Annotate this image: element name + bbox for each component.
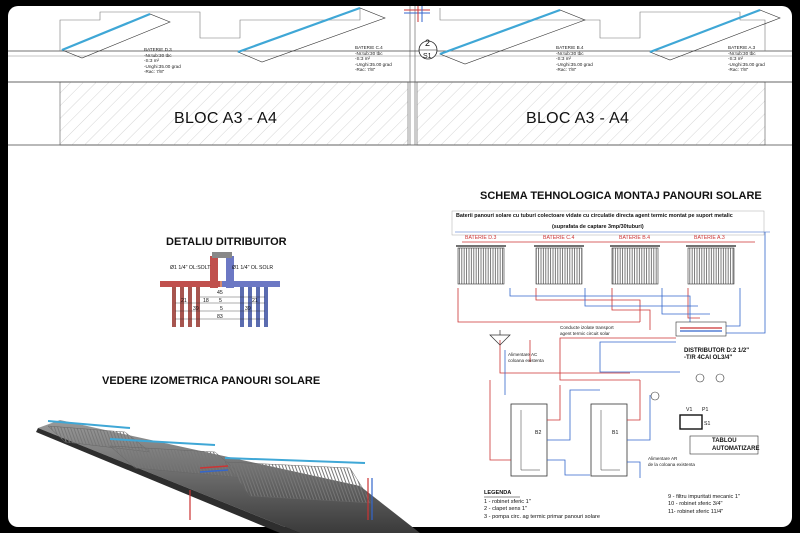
distributor-label-line: -T/R 4CAI OL3/4" xyxy=(684,355,733,361)
scheme-battery-label: BATERIE C.4 xyxy=(543,235,575,241)
scheme-panel-d3 xyxy=(457,247,505,285)
scheme-battery-label: BATERIE A.3 xyxy=(694,235,725,241)
dim-label: 21 xyxy=(252,298,258,304)
panel-plan-d3 xyxy=(61,12,171,59)
plan-battery-spec: -Unghi:35.00 grad xyxy=(728,61,765,67)
plan-battery-spec: -Unghi:35.00 grad xyxy=(355,61,392,67)
plan-battery-spec: -Nr.tub:30 tbc xyxy=(355,50,383,56)
control-code: V1 xyxy=(686,407,693,413)
plan-battery-spec: -Nr.tub:30 tbc xyxy=(556,50,584,56)
gauge-7 xyxy=(715,373,725,383)
ac-supply-line: Alimentare AC xyxy=(508,352,538,357)
iso-panel-2 xyxy=(109,438,246,479)
legend-item: 3 - pompa circ. ag termic primar panouri… xyxy=(484,513,600,520)
control-code: P1 xyxy=(702,407,709,413)
plan-battery-spec: -Rac: 7/8" xyxy=(144,69,165,75)
legend-item: 9 - filtru impuritati mecanic 1" xyxy=(668,494,740,500)
dim-label: 21 xyxy=(181,298,187,304)
plan-battery-spec: -Rac: 7/8" xyxy=(355,67,376,73)
plan-battery-name: BATERIE C.4 xyxy=(355,45,383,50)
distributor-title: DETALIU DITRIBUITOR xyxy=(166,236,287,248)
legend-item: 10 - robinet sferic 3/4" xyxy=(668,501,723,508)
roof-plan xyxy=(8,6,792,146)
plan-battery-name: BATERIE D.3 xyxy=(144,47,172,52)
plan-battery-spec: -Rac: 7/8" xyxy=(728,67,749,73)
control-code: S1 xyxy=(704,421,711,427)
plan-battery-spec: -Nr.tub:30 tbc xyxy=(144,52,172,58)
dim-label: 18 xyxy=(203,298,209,304)
ar-supply-note: Alimentare AR de la coloana existenta xyxy=(648,456,695,467)
panel-plan-b4 xyxy=(439,8,586,65)
plan-battery-spec: -S:3 m² xyxy=(728,56,744,62)
ar-supply-line: de la coloana existenta xyxy=(648,461,695,467)
legend-left: 1 - robinet sferic 1" 2 - clapet sens 1"… xyxy=(484,499,600,521)
ar-supply-line: Alimentare AR xyxy=(648,456,678,461)
conduct-note: Conducte izolate transport agent termic … xyxy=(560,325,614,336)
scheme-drawing xyxy=(451,210,770,498)
scheme-title: SCHEMA TEHNOLOGICA MONTAJ PANOURI SOLARE xyxy=(480,190,762,202)
bloc-label-left: BLOC A3 - A4 xyxy=(174,110,278,127)
legend-item: 2 - clapet sens 1" xyxy=(484,506,528,513)
plan-battery-d3: BATERIE D.3 -Nr.tub:30 tbc -S:3 m² -Ungh… xyxy=(144,47,181,75)
plan-battery-spec: -S:3 m² xyxy=(144,58,160,64)
control-board xyxy=(679,414,703,430)
scheme-distributor-label: DISTRIBUTOR D:2 1/2" -T/R 4CAI OL3/4" xyxy=(684,348,749,362)
dim-label: 5 xyxy=(220,306,223,312)
boiler-b2 xyxy=(510,403,548,477)
distributor-drawing xyxy=(160,252,280,327)
bloc-label-right: BLOC A3 - A4 xyxy=(526,110,630,127)
conduct-note-line: agent termic circuit solar xyxy=(560,330,610,336)
plan-battery-c4: BATERIE C.4 -Nr.tub:30 tbc -S:3 m² -Ungh… xyxy=(355,45,392,73)
scheme-subtitle-1: Baterii panouri solare cu tuburi colecto… xyxy=(456,213,733,219)
plan-battery-b4: BATERIE B.4 -Nr.tub:30 tbc -S:3 m² -Ungh… xyxy=(556,45,593,73)
plan-battery-spec: -Unghi:35.00 grad xyxy=(556,61,593,67)
dim-label: 83 xyxy=(217,314,223,320)
distributor-label-line: DISTRIBUTOR D:2 1/2" xyxy=(684,348,750,354)
ac-supply-note: Alimentare AC coloana existenta xyxy=(508,352,544,363)
control-code: B1 xyxy=(612,430,619,436)
legend-item: 11- robinet sferic 11/4" xyxy=(668,508,724,515)
legend-right: 9 - filtru impuritati mecanic 1" 10 - ro… xyxy=(668,494,740,516)
plan-battery-spec: -Unghi:35.00 grad xyxy=(144,63,181,69)
riser-label: S1 xyxy=(423,53,432,60)
panel-plan-c4 xyxy=(237,6,386,63)
isometric-title: VEDERE IZOMETRICA PANOURI SOLARE xyxy=(102,375,321,387)
control-code: B2 xyxy=(535,430,542,436)
dim-label: 5 xyxy=(219,298,222,304)
control-label-line: AUTOMATIZARE xyxy=(712,445,760,452)
pump-p1 xyxy=(650,391,660,401)
scheme-battery-label: BATERIE B.4 xyxy=(619,235,651,241)
scheme-panel-a3 xyxy=(687,247,735,285)
scheme-distributor xyxy=(675,321,727,337)
dim-label: 39 xyxy=(193,306,199,312)
scheme-subtitle-2: (suprafata de captare 3mp/30tuburi) xyxy=(552,224,644,230)
distributor-label-left: Ø1 1/4" OL:SOLT xyxy=(170,265,211,271)
control-label-line: TABLOU xyxy=(712,438,737,444)
plan-battery-name: BATERIE B.4 xyxy=(556,45,584,50)
control-board-label: TABLOU AUTOMATIZARE xyxy=(712,438,759,453)
dim-label: 39 xyxy=(245,306,251,312)
legend-title: LEGENDA xyxy=(484,490,512,496)
ac-supply-line: coloana existenta xyxy=(508,357,544,363)
distributor-label-right: Ø1 1/4" OL SOLR xyxy=(232,265,274,271)
dim-label: 45 xyxy=(217,290,223,296)
isometric-drawing xyxy=(36,420,420,533)
boiler-b1 xyxy=(590,403,628,477)
plan-battery-spec: -Nr.tub:30 tbc xyxy=(728,50,756,56)
panel-plan-a3 xyxy=(649,8,781,61)
legend-item: 1 - robinet sferic 1" xyxy=(484,499,531,505)
scheme-battery-label: BATERIE D.3 xyxy=(465,235,497,241)
scheme-panel-c4 xyxy=(535,247,583,285)
riser-number: 2 xyxy=(425,38,431,48)
plan-battery-spec: -S:3 m² xyxy=(355,56,371,62)
conduct-note-line: Conducte izolate transport xyxy=(560,325,614,330)
gauge xyxy=(695,373,705,383)
plan-battery-a3: BATERIE A.3 -Nr.tub:30 tbc -S:3 m² -Ungh… xyxy=(728,45,765,73)
plan-battery-spec: -S:3 m² xyxy=(556,56,572,62)
scheme-panel-b4 xyxy=(611,247,659,285)
plan-battery-name: BATERIE A.3 xyxy=(728,45,756,50)
plan-battery-spec: -Rac: 7/8" xyxy=(556,67,577,73)
